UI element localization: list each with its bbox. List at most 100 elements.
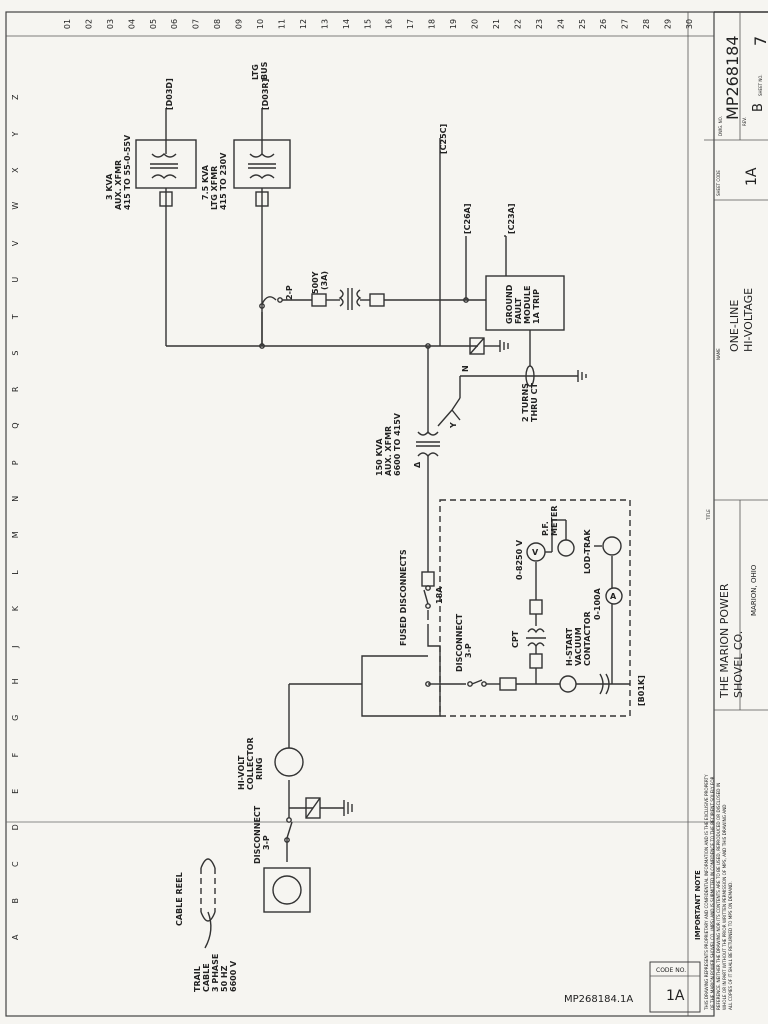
svg-text:HI-VOLTAGE: HI-VOLTAGE — [742, 288, 755, 352]
ctrl-fuse-label: 2-P — [285, 285, 294, 300]
lod-trak-label: LOD-TRAK — [583, 529, 592, 574]
svg-text:ONE-LINE: ONE-LINE — [728, 300, 741, 352]
svg-text:THIS DRAWING REPRESENTS PROPRI: THIS DRAWING REPRESENTS PROPRIETARY AND … — [704, 774, 709, 1011]
grid-row-label: 02 — [84, 19, 93, 29]
rev-letter: B — [751, 103, 766, 112]
svg-text:WHOLE OR IN PART WITHOUT THE P: WHOLE OR IN PART WITHOUT THE PRIOR WRITT… — [722, 804, 727, 1010]
grid-row-label: 19 — [449, 19, 458, 29]
name-tag: NAME — [716, 348, 721, 360]
grid-row-label: 18 — [428, 19, 437, 29]
grid-column-label: E — [11, 789, 20, 794]
svg-text:1A TRIP: 1A TRIP — [532, 289, 541, 324]
important-note-title: IMPORTANT NOTE — [694, 870, 702, 940]
grid-row-label: 23 — [535, 19, 544, 29]
svg-text:CONTACTOR: CONTACTOR — [583, 611, 592, 666]
title-block: THE MARION POWER SHOVEL CO. MARION, OHIO… — [564, 11, 768, 1013]
aux-xfmr-3kva-label: 3 KVA AUX. XFMR 415 TO 55-0-55V — [105, 134, 132, 210]
svg-text:50 HZ: 50 HZ — [220, 965, 229, 992]
voltmeter-symbol: V — [532, 548, 539, 557]
svg-text:DISCONNECT: DISCONNECT — [455, 613, 464, 672]
grid-column-label: X — [11, 167, 20, 173]
lod-trak-meter — [602, 536, 622, 556]
wye-symbol: Y — [449, 422, 458, 429]
ground-fault-module — [485, 275, 565, 331]
drawing-title: ONE-LINE HI-VOLTAGE — [728, 288, 755, 352]
code-no-tag: CODE NO. — [656, 967, 686, 974]
grid-row-label: 06 — [170, 19, 179, 29]
grid-row-label: 15 — [363, 19, 372, 29]
grid-row-label: 17 — [406, 19, 415, 29]
fused-disconnects-label: FUSED DISCONNECTS — [399, 549, 408, 646]
cpt-label: CPT — [511, 630, 520, 648]
svg-text:CABLE: CABLE — [202, 963, 211, 992]
svg-text:AUX. XFMR: AUX. XFMR — [384, 426, 393, 476]
svg-text:7.5 KVA: 7.5 KVA — [201, 164, 210, 200]
svg-text:SHOVEL CO.: SHOVEL CO. — [732, 631, 745, 698]
cable-reel-box — [263, 867, 311, 913]
code-no: 1A — [666, 988, 685, 1004]
grid-row-label: 25 — [578, 19, 587, 29]
svg-text:BUS: BUS — [260, 61, 269, 80]
grid-row-label: 16 — [385, 19, 394, 29]
grid-row-label: 20 — [471, 19, 480, 29]
svg-text:RING: RING — [255, 758, 264, 780]
grid-column-label: C — [11, 861, 20, 867]
collector-ring — [274, 747, 304, 777]
grid-column-label: R — [11, 386, 20, 392]
c26a-ref: [C26A] — [463, 203, 472, 234]
svg-text:6600 TO 415V: 6600 TO 415V — [393, 412, 402, 476]
ammeter — [605, 587, 623, 605]
ammeter-symbol: A — [610, 592, 617, 601]
ltg-bus-label: LTG BUS — [251, 61, 269, 80]
svg-text:P.F.: P.F. — [541, 521, 550, 536]
svg-text:500Y: 500Y — [311, 271, 320, 294]
drawing-border — [5, 11, 715, 1017]
svg-text:2 TURNS: 2 TURNS — [521, 383, 530, 422]
ammeter-range-label: 0-100A — [593, 587, 602, 620]
grid-column-label: A — [11, 934, 20, 940]
grid-column-label: W — [11, 202, 20, 210]
cable-reel-label: CABLE REEL — [175, 872, 184, 926]
svg-text:HI-VOLT: HI-VOLT — [237, 755, 246, 790]
vacuum-contactor-label: H-START VACUUM CONTACTOR — [565, 611, 592, 666]
grid-column-label: V — [11, 240, 20, 246]
grid-row-label: 04 — [127, 19, 136, 29]
labels: CABLE REEL TRAIL CABLE 3 PHASE 50 HZ 660… — [105, 61, 646, 992]
grid-row-label: 29 — [664, 19, 673, 29]
svg-text:MODULE: MODULE — [523, 286, 532, 324]
c23a-ref: [C23A] — [507, 203, 516, 234]
svg-text:OF THE MARION POWER SHOVEL CO.: OF THE MARION POWER SHOVEL CO. (MPS) AND… — [710, 776, 715, 1010]
ct-label: 2 TURNS THRU CT — [521, 383, 539, 422]
grid-column-label: G — [11, 715, 20, 721]
svg-text:TRAIL: TRAIL — [193, 966, 202, 992]
grid-column-label: P — [11, 460, 20, 465]
grid-row-label: 27 — [621, 19, 630, 29]
fused-disconnect-fuse — [421, 571, 435, 587]
grid-row-label: 10 — [256, 19, 265, 29]
svg-text:VACUUM: VACUUM — [574, 627, 583, 666]
reel-disconnect-label: DISCONNECT 3-P — [253, 805, 271, 864]
grid-row-label: 05 — [149, 19, 158, 29]
grid-row-label: 28 — [642, 19, 651, 29]
grid-column-label: H — [11, 678, 20, 684]
grid-row-label: 24 — [556, 19, 565, 29]
grid-column-label: U — [11, 277, 20, 283]
d03r-ref: [D03R] — [261, 79, 270, 110]
grid-row-label: 07 — [192, 19, 201, 29]
cabinet-disconnect-label: DISCONNECT 3-P — [455, 613, 473, 672]
svg-text:(3A): (3A) — [320, 271, 329, 290]
grid-column-label: B — [11, 898, 20, 904]
main-xfmr-label: 150 KVA AUX. XFMR 6600 TO 415V — [375, 412, 402, 476]
grid-row-label: 09 — [235, 19, 244, 29]
pf-meter — [557, 539, 575, 557]
sheet-no-tag: SHEET NO. — [758, 74, 763, 96]
dwg-no: MP268184 — [723, 35, 742, 120]
delta-symbol: Δ — [413, 461, 422, 468]
svg-text:REFERENCE. NEITHER THE DRAWING: REFERENCE. NEITHER THE DRAWING NOR ITS C… — [716, 783, 721, 1010]
svg-text:COLLECTOR: COLLECTOR — [246, 737, 255, 790]
grid-row-label: 03 — [106, 19, 115, 29]
svg-text:H-START: H-START — [565, 627, 574, 666]
